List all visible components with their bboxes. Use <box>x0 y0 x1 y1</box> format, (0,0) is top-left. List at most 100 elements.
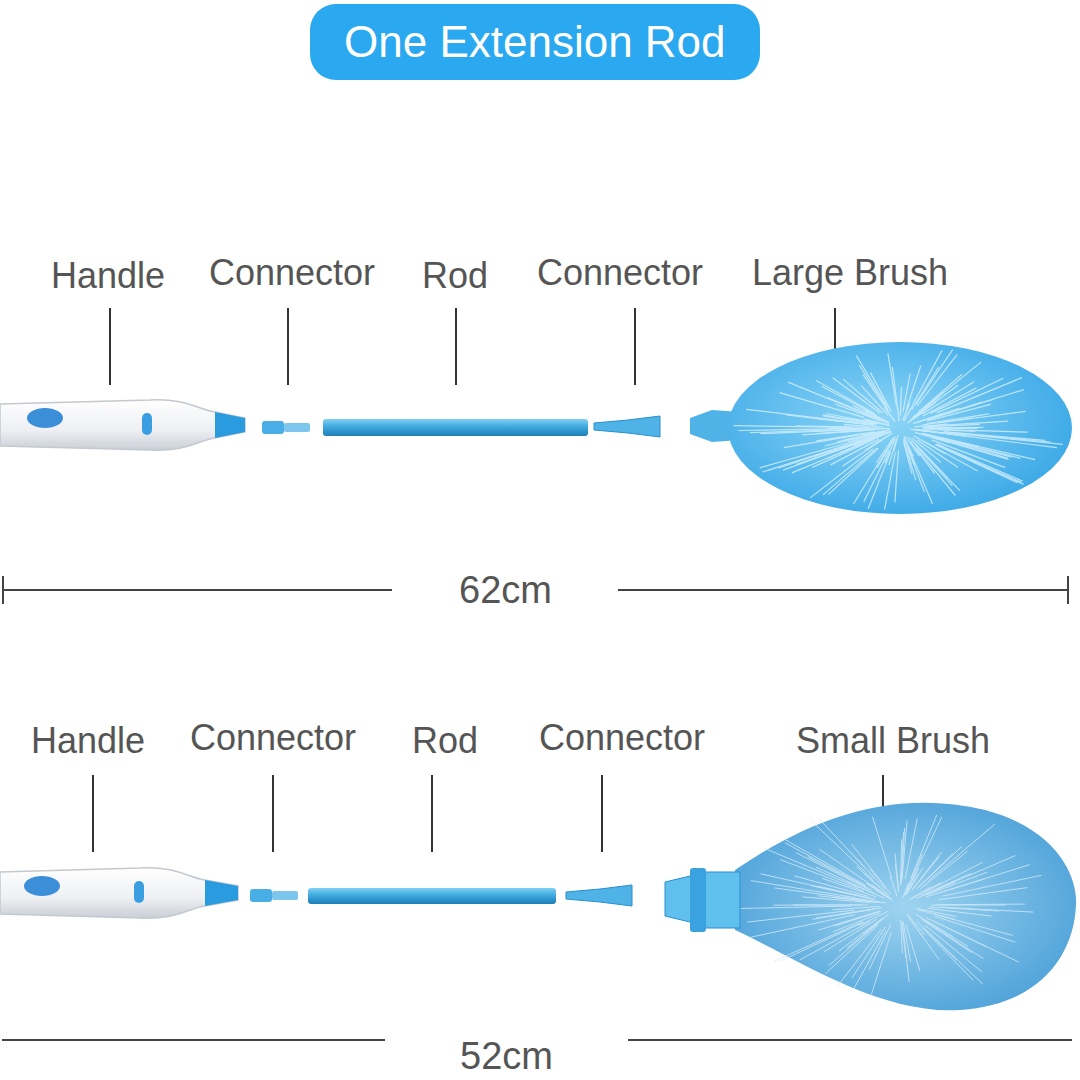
brush-strand <box>826 926 878 974</box>
brush-strand <box>903 883 909 899</box>
brush-strand <box>935 916 1016 942</box>
brush-strand <box>854 451 887 504</box>
brush-strand <box>866 428 890 430</box>
dimension-label: 52cm <box>454 1037 559 1075</box>
brush-strand <box>938 429 1028 432</box>
brush-strand <box>844 425 883 427</box>
brush-strand <box>937 390 1024 417</box>
brush-strand <box>943 875 1042 896</box>
brush-strand <box>929 824 996 881</box>
brush-strand <box>818 913 875 931</box>
brush-strand <box>863 420 889 426</box>
brush-strand <box>912 397 939 419</box>
rod-top <box>323 419 588 436</box>
brush-strand <box>927 414 989 424</box>
part-label: Connector <box>186 720 360 756</box>
brush-strand <box>859 365 888 409</box>
brush-strand <box>925 929 983 984</box>
brush-strand <box>907 914 924 935</box>
brush-strand <box>863 430 889 435</box>
brush-strand <box>925 862 983 892</box>
brush-strand <box>917 909 956 917</box>
leader-lines <box>110 308 835 385</box>
brush-strand <box>916 853 953 889</box>
brush-strand <box>783 441 865 471</box>
brush-strand <box>923 428 977 429</box>
part-label: Handle <box>27 723 149 759</box>
connector-bottom-2 <box>566 885 632 906</box>
part-label: Large Brush <box>748 255 952 291</box>
brush-strand <box>747 910 854 922</box>
brush-strand <box>934 914 1013 935</box>
rod-bottom <box>308 888 556 904</box>
handle-top <box>0 400 245 450</box>
brush-strand <box>910 442 934 474</box>
connector-bottom-1 <box>250 889 298 902</box>
brush-strand <box>800 922 870 961</box>
brush-strand <box>916 445 953 485</box>
brush-strand <box>751 881 855 898</box>
brush-strand <box>774 922 862 961</box>
brush-strand <box>925 921 983 959</box>
brush-strand <box>941 438 1036 460</box>
brush-strand <box>922 919 972 952</box>
brush-strand <box>837 432 881 442</box>
title-pill: One Extension Rod <box>310 4 760 80</box>
brush-strand <box>812 440 873 468</box>
brush-strand <box>911 815 937 878</box>
brush-strand <box>740 906 852 909</box>
part-label: Handle <box>47 258 169 294</box>
brush-strand <box>890 876 897 896</box>
part-label: Connector <box>535 720 709 756</box>
brush-strand <box>811 821 873 880</box>
dimension-label: 62cm <box>453 571 558 609</box>
leader-lines <box>93 775 883 852</box>
connector-top-2 <box>594 416 660 437</box>
brush-strand <box>903 374 910 412</box>
brush-strand <box>895 854 898 890</box>
brush-strand <box>871 932 891 995</box>
brush-strand <box>773 905 862 906</box>
part-label: Rod <box>408 723 482 759</box>
brush-strand <box>923 428 976 429</box>
brush-strand <box>932 905 1006 906</box>
brush-strand <box>818 818 875 879</box>
brush-strand <box>861 386 888 416</box>
brush-strand <box>884 407 895 422</box>
brush-strand <box>905 873 916 896</box>
brush-strand <box>907 915 923 938</box>
brush-strand <box>843 379 883 413</box>
brush-strand <box>750 915 855 938</box>
brush-strand <box>839 919 882 951</box>
brush-strand <box>930 907 999 911</box>
brush-strand <box>925 925 983 972</box>
part-label: Connector <box>205 255 379 291</box>
brush-strand <box>828 448 878 495</box>
brush-strand <box>936 444 1021 482</box>
brush-strand <box>888 353 897 405</box>
connector-top-1 <box>262 421 310 434</box>
brush-strand <box>867 883 890 899</box>
brush-strand <box>895 450 899 502</box>
brush-strand <box>780 393 864 418</box>
brush-strand <box>938 411 1026 423</box>
brush-strand <box>852 927 886 978</box>
brush-strand <box>902 921 906 958</box>
brush-strand <box>924 424 980 427</box>
part-label: Rod <box>418 258 492 294</box>
brush-strand <box>822 878 877 897</box>
brush-strand <box>938 888 1027 900</box>
part-label: Connector <box>533 255 707 291</box>
brush-strand <box>738 429 851 431</box>
brush-strand <box>923 388 977 416</box>
brush-strand <box>892 367 897 410</box>
brush-strand <box>856 356 887 407</box>
small-brush <box>665 803 1076 1011</box>
handle-bottom <box>0 868 238 918</box>
brush-strand <box>907 868 923 894</box>
brush-strand <box>920 851 967 889</box>
brush-strand <box>905 818 917 879</box>
brush-strand <box>763 441 859 472</box>
brush-strand <box>823 448 877 495</box>
